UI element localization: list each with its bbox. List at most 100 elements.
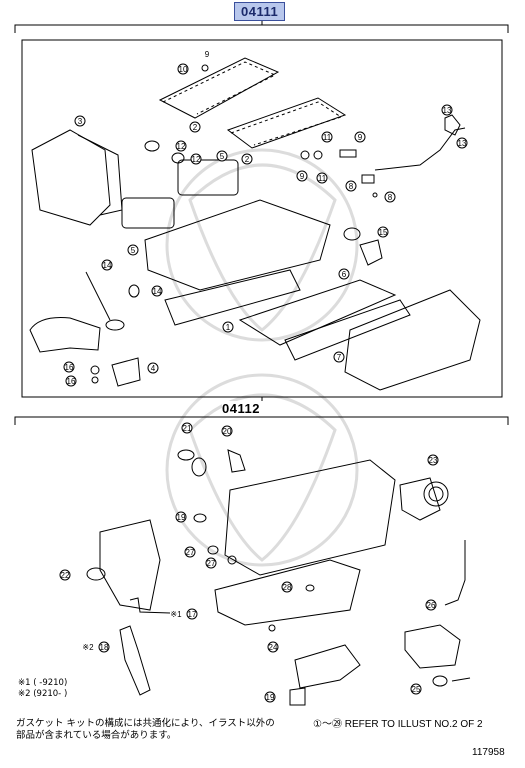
svg-text:13: 13	[458, 139, 467, 148]
callout-13a: 13	[441, 104, 453, 116]
svg-text:16: 16	[67, 377, 76, 386]
callout-20: 20	[221, 425, 233, 437]
svg-text:11: 11	[323, 133, 332, 142]
svg-text:20: 20	[223, 427, 232, 436]
callout-27b: 27	[205, 557, 217, 569]
callout-9c: 9	[296, 170, 308, 182]
japanese-note: ガスケット キットの構成には共通化により、イラスト以外の 部品が含まれている場合…	[16, 718, 316, 742]
svg-text:17: 17	[188, 610, 197, 619]
callout-18: ※2 18	[82, 641, 110, 653]
callout-2b: 2	[241, 153, 253, 165]
svg-text:※2: ※2	[82, 643, 94, 652]
svg-text:1: 1	[226, 323, 231, 332]
svg-text:22: 22	[61, 571, 70, 580]
callout-15: 15	[377, 226, 389, 238]
callout-9b: 9	[354, 131, 366, 143]
callout-14a: 14	[101, 259, 113, 271]
callout-5a: 5	[216, 150, 228, 162]
callout-22: 22	[59, 569, 71, 581]
svg-text:23: 23	[429, 456, 438, 465]
svg-text:28: 28	[283, 583, 292, 592]
callout-9a: 9	[205, 50, 210, 59]
callout-13b: 13	[456, 137, 468, 149]
callout-17: ※1 17	[170, 608, 198, 620]
variant-note-2: ※2 (9210- )	[18, 689, 68, 699]
drawing-number: 117958	[472, 747, 505, 758]
refer-illustration-note: ①～㉙ REFER TO ILLUST NO.2 OF 2	[313, 719, 483, 730]
svg-text:9: 9	[300, 172, 305, 181]
svg-text:26: 26	[427, 601, 436, 610]
top-kit-frame	[14, 20, 509, 401]
callout-10: 10	[177, 63, 189, 75]
svg-text:※1: ※1	[170, 610, 182, 619]
japanese-note-line-1: ガスケット キットの構成には共通化により、イラスト以外の	[16, 718, 275, 729]
svg-text:27: 27	[207, 559, 216, 568]
top-callouts: 9 10 2 3 12 12 5 2 11 9 13 13 9 11 8 8 1…	[63, 50, 468, 387]
bottom-parts	[86, 449, 471, 706]
callout-24: 24	[267, 641, 279, 653]
callout-25: 25	[410, 683, 422, 695]
svg-text:27: 27	[186, 548, 195, 557]
callout-28: 28	[281, 581, 293, 593]
svg-text:9: 9	[205, 50, 210, 59]
svg-text:5: 5	[220, 152, 225, 161]
callout-8a: 8	[345, 180, 357, 192]
svg-text:2: 2	[193, 123, 198, 132]
svg-text:11: 11	[318, 174, 327, 183]
watermark	[165, 148, 359, 567]
japanese-note-line-2: 部品が含まれている場合があります。	[16, 730, 177, 741]
svg-text:4: 4	[151, 364, 156, 373]
svg-text:3: 3	[78, 117, 83, 126]
svg-text:13: 13	[443, 106, 452, 115]
callout-2a: 2	[189, 121, 201, 133]
svg-text:7: 7	[337, 353, 342, 362]
callout-11b: 11	[316, 172, 328, 184]
callout-7: 7	[333, 351, 345, 363]
callout-23: 23	[427, 454, 439, 466]
top-parts	[29, 57, 481, 391]
callout-16b: 16	[65, 375, 77, 387]
svg-text:18: 18	[100, 643, 109, 652]
callout-26: 26	[425, 599, 437, 611]
svg-text:16: 16	[65, 363, 74, 372]
callout-4: 4	[147, 362, 159, 374]
svg-text:15: 15	[379, 228, 388, 237]
callout-1: 1	[222, 321, 234, 333]
callout-12b: 12	[190, 153, 202, 165]
callout-5b: 5	[127, 244, 139, 256]
callout-14b: 14	[151, 285, 163, 297]
svg-text:24: 24	[269, 643, 278, 652]
callout-27a: 27	[184, 546, 196, 558]
bottom-kit-code[interactable]: 04112	[222, 401, 260, 416]
svg-text:21: 21	[183, 424, 192, 433]
svg-text:9: 9	[358, 133, 363, 142]
top-kit-code[interactable]: 04111	[234, 2, 286, 21]
variant-note-1: ※1 ( -9210)	[18, 678, 68, 688]
svg-text:12: 12	[177, 142, 186, 151]
bottom-kit-frame	[14, 416, 509, 425]
callout-8b: 8	[384, 191, 396, 203]
svg-text:6: 6	[342, 270, 347, 279]
svg-text:19: 19	[266, 693, 275, 702]
callout-19b: 19	[264, 691, 276, 703]
callout-6: 6	[338, 268, 350, 280]
svg-text:8: 8	[349, 182, 354, 191]
svg-text:14: 14	[103, 261, 112, 270]
callout-3: 3	[74, 115, 86, 127]
svg-text:2: 2	[245, 155, 250, 164]
svg-text:10: 10	[179, 65, 188, 74]
svg-text:14: 14	[153, 287, 162, 296]
svg-text:8: 8	[388, 193, 393, 202]
svg-text:12: 12	[192, 155, 201, 164]
callout-21: 21	[181, 422, 193, 434]
callout-16a: 16	[63, 361, 75, 373]
svg-text:5: 5	[131, 246, 136, 255]
svg-text:25: 25	[412, 685, 421, 694]
callout-11a: 11	[321, 131, 333, 143]
callout-19: 19	[175, 511, 187, 523]
callout-12a: 12	[175, 140, 187, 152]
variant-footnotes: ※1 ( -9210) ※2 (9210- )	[18, 678, 67, 700]
svg-text:19: 19	[177, 513, 186, 522]
